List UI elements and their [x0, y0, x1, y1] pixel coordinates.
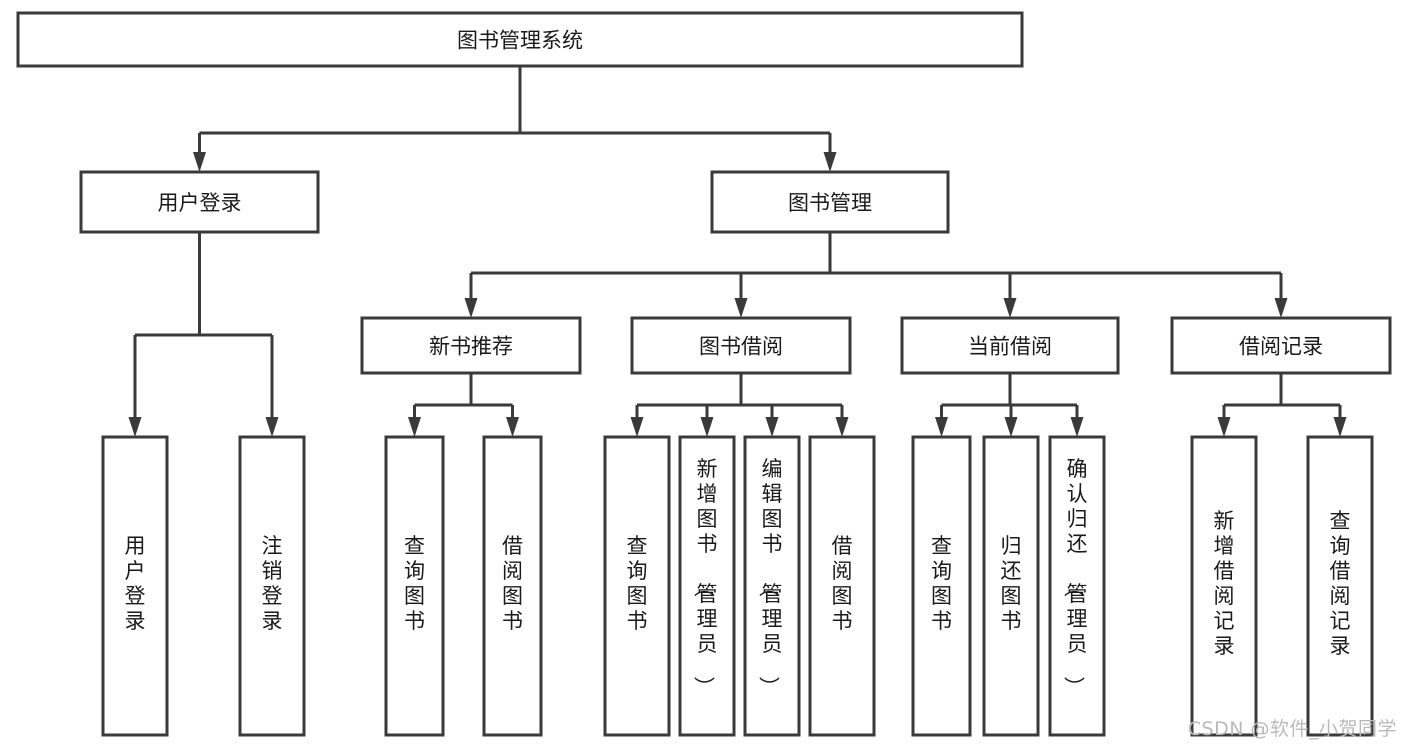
node-label: 查询借阅记录	[1330, 509, 1351, 658]
node-box	[900, 316, 1120, 375]
arrow-head-icon	[408, 417, 421, 437]
node-layer: 图书管理系统用户登录图书管理新书推荐图书借阅当前借阅借阅记录用户登录注销登录查询…	[16, 11, 1392, 737]
node-label: 查询图书	[404, 534, 425, 633]
node-newrec[interactable]: 新书推荐	[360, 316, 582, 375]
node-label: 注销登录	[262, 534, 283, 633]
arrow-head-icon	[464, 298, 478, 318]
node-box	[482, 435, 543, 737]
node-label: 当前借阅	[968, 335, 1052, 359]
node-box	[911, 435, 972, 737]
node-box	[384, 435, 445, 737]
node-addbook[interactable]: 新增图书（管理员）	[678, 435, 736, 737]
node-box	[1170, 316, 1392, 375]
arrow-head-icon	[765, 417, 779, 437]
connector-layer	[128, 66, 1347, 437]
node-label: 新增图书（管理员）	[692, 457, 718, 697]
node-box	[238, 435, 306, 737]
arrow-head-icon	[935, 417, 948, 437]
node-label: 编辑图书（管理员）	[757, 457, 783, 697]
node-box	[603, 435, 671, 737]
node-box	[1306, 435, 1374, 737]
arrow-head-icon	[506, 417, 519, 437]
node-userlogout[interactable]: 注销登录	[238, 435, 306, 737]
node-label: 图书管理系统	[457, 29, 583, 53]
node-login[interactable]: 用户登录	[79, 170, 320, 234]
arrow-head-icon	[193, 152, 206, 172]
node-box	[1048, 435, 1106, 737]
arrow-head-icon	[630, 417, 644, 437]
node-label: 图书借阅	[699, 335, 783, 359]
node-current[interactable]: 当前借阅	[900, 316, 1120, 375]
node-box	[101, 435, 169, 737]
node-q1[interactable]: 查询图书	[384, 435, 445, 737]
node-box	[1190, 435, 1258, 737]
node-userlogin[interactable]: 用户登录	[101, 435, 169, 737]
node-label: 新增借阅记录	[1214, 509, 1235, 658]
arrow-head-icon	[1070, 417, 1084, 437]
node-box	[982, 435, 1040, 737]
node-records[interactable]: 借阅记录	[1170, 316, 1392, 375]
node-box	[79, 170, 320, 234]
node-root[interactable]: 图书管理系统	[16, 11, 1024, 68]
node-label: 借阅图书	[502, 534, 523, 633]
node-label: 查询图书	[627, 534, 648, 633]
arrow-head-icon	[1274, 298, 1288, 318]
node-label: 确认归还（管理员）	[1062, 457, 1088, 697]
node-b1[interactable]: 借阅图书	[482, 435, 543, 737]
node-addrec[interactable]: 新增借阅记录	[1190, 435, 1258, 737]
node-box	[360, 316, 582, 375]
arrow-head-icon	[835, 417, 849, 437]
node-label: 新书推荐	[429, 335, 513, 359]
arrow-head-icon	[1333, 417, 1347, 437]
node-label: 归还图书	[1001, 534, 1022, 633]
arrow-head-icon	[734, 298, 748, 318]
node-bookmgmt[interactable]: 图书管理	[710, 170, 950, 234]
node-box	[678, 435, 736, 737]
node-qrec[interactable]: 查询借阅记录	[1306, 435, 1374, 737]
node-box	[710, 170, 950, 234]
arrow-head-icon	[1217, 417, 1231, 437]
node-label: 借阅图书	[832, 534, 853, 633]
node-label: 用户登录	[125, 534, 146, 633]
arrow-head-icon	[265, 417, 279, 437]
node-q2[interactable]: 查询图书	[603, 435, 671, 737]
node-label: 借阅记录	[1239, 335, 1323, 359]
node-box	[16, 11, 1024, 68]
node-label: 查询图书	[931, 534, 952, 633]
node-b2[interactable]: 借阅图书	[808, 435, 876, 737]
node-confirm[interactable]: 确认归还（管理员）	[1048, 435, 1106, 737]
node-q3[interactable]: 查询图书	[911, 435, 972, 737]
csdn-watermark: CSDN @软件_小贺同学	[1187, 718, 1397, 740]
arrow-head-icon	[1004, 417, 1018, 437]
node-box	[630, 316, 852, 375]
node-editbook[interactable]: 编辑图书（管理员）	[743, 435, 801, 737]
node-borrow[interactable]: 图书借阅	[630, 316, 852, 375]
arrow-head-icon	[700, 417, 714, 437]
arrow-head-icon	[1003, 298, 1017, 318]
node-box	[808, 435, 876, 737]
node-label: 用户登录	[158, 191, 242, 215]
node-label: 图书管理	[788, 191, 872, 215]
node-return[interactable]: 归还图书	[982, 435, 1040, 737]
arrow-head-icon	[128, 417, 142, 437]
arrow-head-icon	[823, 152, 837, 172]
node-box	[743, 435, 801, 737]
